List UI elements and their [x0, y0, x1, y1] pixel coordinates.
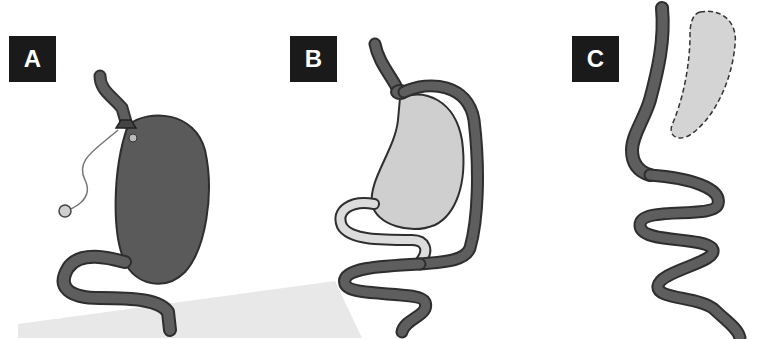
- small-intestine: [64, 257, 170, 330]
- esophagus: [100, 76, 126, 122]
- panel-badge: C: [572, 36, 619, 82]
- band-buckle: [129, 134, 137, 142]
- access-port: [59, 205, 71, 217]
- access-tube: [67, 130, 118, 210]
- panel-badge: B: [290, 36, 337, 82]
- gastric-sleeve: [632, 8, 663, 175]
- small-intestine: [64, 257, 170, 330]
- panel-badge: A: [9, 36, 56, 82]
- roux-limb: [404, 86, 477, 264]
- panel-letter: B: [305, 45, 322, 73]
- esophagus: [375, 44, 396, 86]
- small-intestine: [345, 264, 426, 332]
- biliopancreatic-limb: [340, 203, 425, 262]
- panel-letter: A: [24, 45, 41, 73]
- small-intestine: [345, 264, 426, 332]
- gastric-band: [116, 120, 136, 128]
- roux-limb: [404, 86, 477, 264]
- small-intestine: [640, 175, 740, 338]
- removed-stomach: [671, 11, 735, 138]
- biliopancreatic-limb: [340, 203, 425, 262]
- gastric-sleeve: [632, 8, 663, 175]
- bypassed-stomach: [372, 95, 464, 229]
- esophagus: [375, 44, 396, 86]
- small-intestine: [640, 175, 740, 338]
- esophagus: [100, 76, 126, 122]
- panel-letter: C: [587, 45, 604, 73]
